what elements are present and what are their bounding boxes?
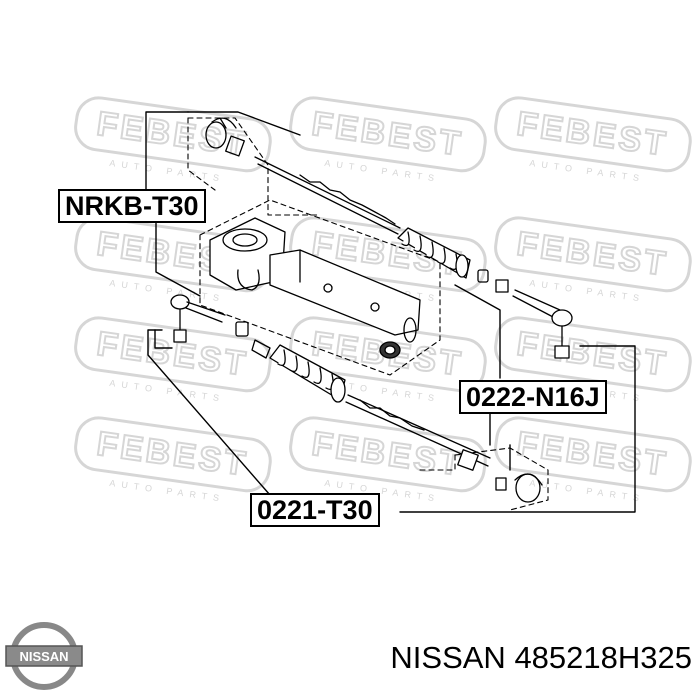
part-label-tie-rod-end[interactable]: 0222-N16J: [459, 380, 607, 414]
upper-clips: [477, 269, 509, 293]
upper-tie-rod: [205, 117, 401, 235]
lower-boot: [269, 344, 346, 403]
part-label-rack-boot[interactable]: NRKB-T30: [58, 189, 206, 223]
lower-tie-rod-end: [170, 294, 271, 359]
logo-text: NISSAN: [19, 649, 68, 664]
upper-tie-rod-end: [512, 289, 573, 359]
caption-brand: NISSAN: [390, 640, 506, 675]
dashed-outline-top: [187, 117, 321, 216]
upper-boot: [397, 227, 471, 279]
lower-tie-rod: [345, 394, 543, 503]
rack-housing: [209, 217, 421, 359]
dashed-outline-rack: [199, 199, 441, 376]
dashed-outline-bottom: [419, 447, 549, 511]
nissan-logo-icon: NISSAN: [5, 622, 83, 690]
part-caption: NISSAN 485218H325: [330, 640, 692, 676]
caption-part-number: 485218H325: [514, 640, 692, 675]
part-label-tie-rod[interactable]: 0221-T30: [250, 493, 380, 527]
